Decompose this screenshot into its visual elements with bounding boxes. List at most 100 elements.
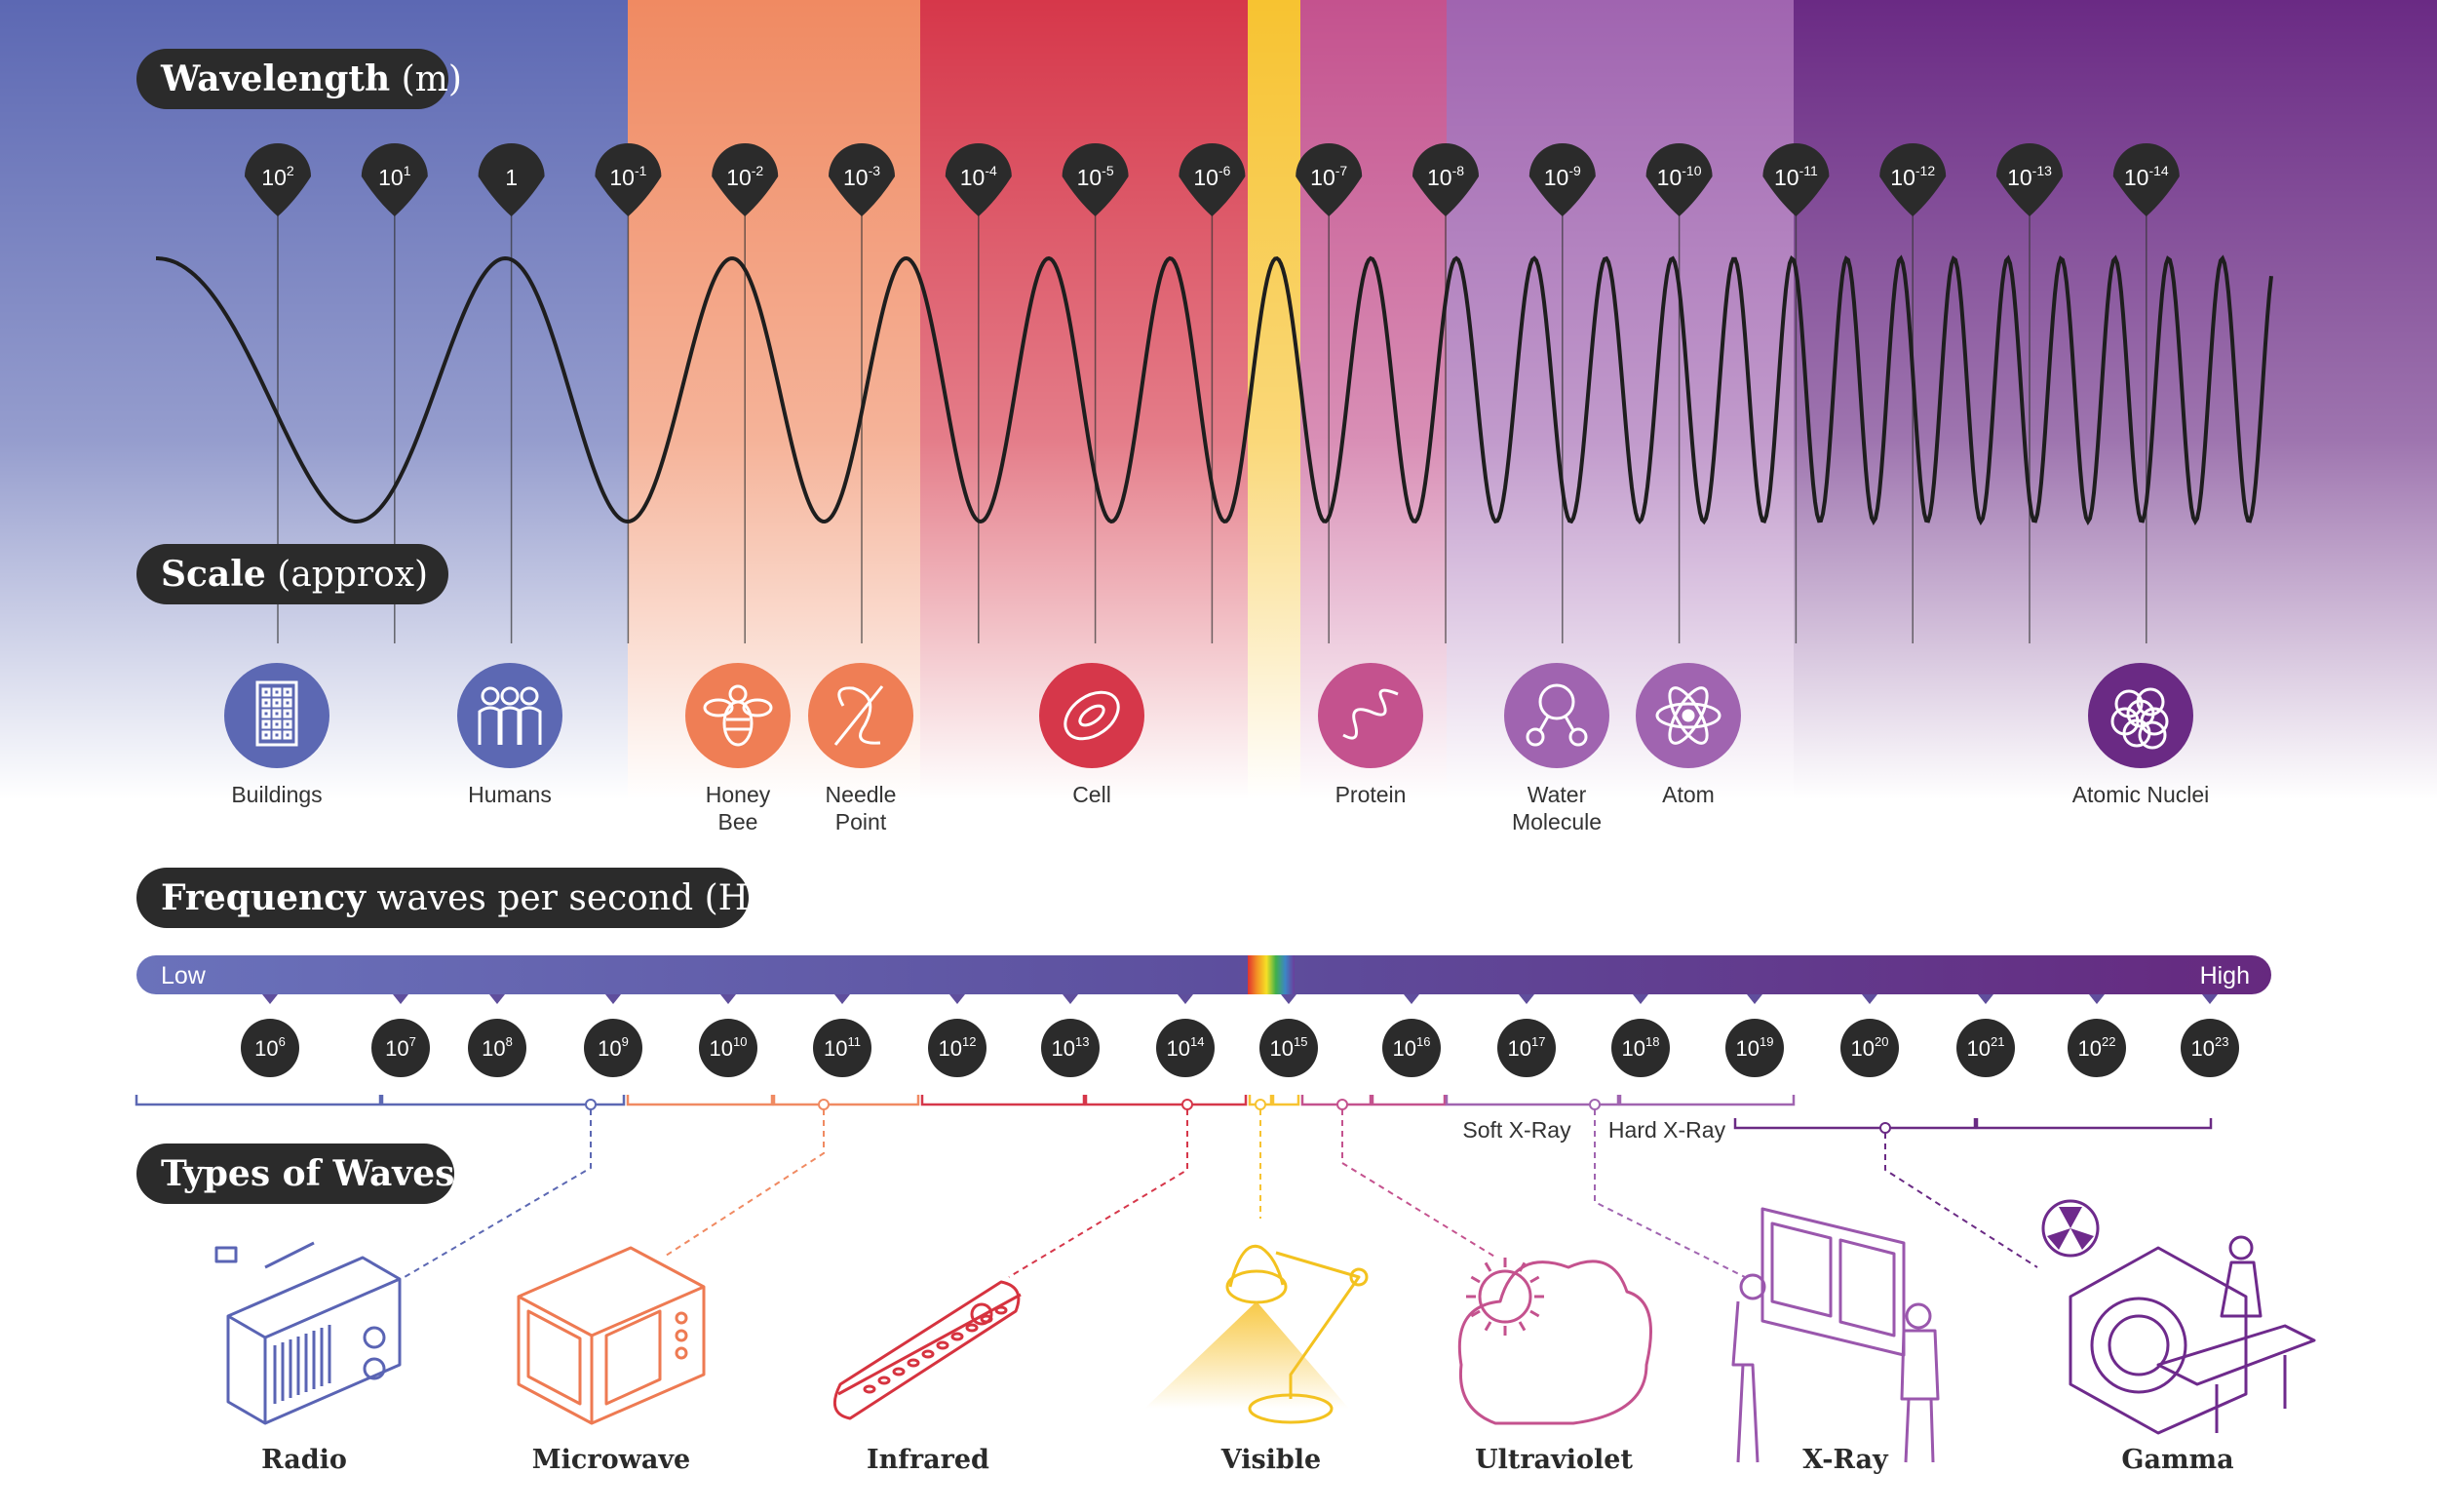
cell-icon (1064, 690, 1120, 741)
frequency-label: 106 (254, 1034, 286, 1061)
wave-type-label: X-Ray (1802, 1445, 1889, 1475)
frequency-base: 10 (2191, 1036, 2215, 1061)
wavelength-marker: 10-7 (1296, 143, 1363, 216)
connector-gamma (1884, 1133, 2038, 1268)
scale-object-label: Honey (706, 782, 771, 807)
bracket-microwave-2 (772, 1095, 920, 1106)
frequency-circle (468, 1019, 526, 1077)
frequency-pointer (1519, 994, 1534, 1004)
frequency-circle (241, 1019, 299, 1077)
frequency-pointer (1633, 994, 1648, 1004)
connector-radio (404, 1109, 592, 1278)
wavelength-pin (245, 143, 311, 216)
wave-type: Gamma (2041, 1199, 2316, 1475)
frequency-base: 10 (939, 1036, 962, 1061)
wave-type-label: Radio (261, 1445, 347, 1475)
frequency-circle (928, 1019, 986, 1077)
bracket-xray-soft (1445, 1095, 1620, 1106)
scale-object-label: Atomic Nuclei (2072, 782, 2210, 807)
frequency-marker: 1021 (1956, 994, 2015, 1077)
frequency-circle (1497, 1019, 1556, 1077)
wavelength-label: 10-12 (1890, 163, 1935, 190)
connector-radio-node (585, 1099, 597, 1110)
frequency-header-rest: waves per second (Hz) (366, 878, 781, 918)
svg-text:Frequency waves per second (Hz: Frequency waves per second (Hz) (161, 877, 781, 918)
frequency-label: 1022 (2078, 1034, 2116, 1061)
scale-header-rest: (approx) (266, 555, 428, 595)
frequency-circle (1259, 1019, 1318, 1077)
wavelength-header: Wavelength (m) (136, 49, 462, 109)
scale-object-label-2: Bee (718, 809, 758, 834)
bracket-infrared-2 (1084, 1095, 1248, 1106)
wavelength-label: 10-8 (1427, 163, 1464, 190)
bee-icon (703, 684, 773, 747)
scale-object-circle (1318, 663, 1423, 768)
svg-text:Types of Waves: Types of Waves (161, 1153, 454, 1194)
radio-icon (214, 1241, 402, 1425)
bracket-xray-hard (1618, 1095, 1796, 1106)
scale-object-label: Water (1528, 782, 1587, 807)
wave-type: Microwave (517, 1246, 706, 1475)
frequency-label: 1013 (1052, 1034, 1090, 1061)
frequency-pointer (949, 994, 965, 1004)
wavelength-label: 10-11 (1774, 163, 1818, 190)
wavelength-pin (1645, 143, 1713, 216)
wave-type-label: Visible (1220, 1445, 1322, 1475)
frequency-label: 1014 (1167, 1034, 1205, 1061)
wave-type-label: Infrared (867, 1445, 989, 1475)
wavelength-base: 10 (1427, 165, 1452, 190)
frequency-marker: 1010 (699, 994, 757, 1077)
frequency-pointer (1747, 994, 1762, 1004)
frequency-exponent: 7 (409, 1034, 416, 1049)
soft-xray-label: Soft X-Ray (1462, 1117, 1571, 1143)
frequency-base: 10 (1622, 1036, 1645, 1061)
wavelength-pin (712, 143, 779, 216)
frequency-circle (1840, 1019, 1899, 1077)
frequency-marker: 1019 (1725, 994, 1784, 1077)
frequency-circle (1156, 1019, 1215, 1077)
wave-type: Radio (214, 1241, 402, 1475)
scale-object: Cell (1039, 663, 1144, 807)
scale-object-label: Atom (1662, 782, 1715, 807)
frequency-label: 1017 (1508, 1034, 1546, 1061)
wavelength-base: 10 (261, 165, 287, 190)
wavelength-marker: 10-2 (712, 143, 779, 216)
wavelength-exponent: -1 (635, 163, 647, 178)
uv-cloud-icon (1457, 1258, 1652, 1425)
frequency-label: 1016 (1393, 1034, 1431, 1061)
frequency-label: 1019 (1736, 1034, 1774, 1061)
wavelength-label: 10-10 (1657, 163, 1702, 190)
wavelength-pin (1996, 143, 2063, 216)
wavelength-exponent: -11 (1799, 163, 1818, 178)
wavelength-pin (1296, 143, 1363, 216)
frequency-label: 109 (598, 1034, 629, 1061)
frequency-base: 10 (1967, 1036, 1991, 1061)
frequency-exponent: 23 (2215, 1034, 2228, 1049)
wavelength-pin (1062, 143, 1129, 216)
wavelength-base: 10 (1544, 165, 1569, 190)
wavelength-base: 10 (726, 165, 752, 190)
frequency-marker: 1022 (2068, 994, 2126, 1077)
wavelength-label: 1 (505, 165, 518, 190)
wavelength-pin (2112, 143, 2180, 216)
wavelength-label: 101 (378, 163, 411, 190)
frequency-pointer (1178, 994, 1193, 1004)
scale-header: Scale (approx) (136, 544, 448, 604)
wavelength-exponent: -14 (2148, 163, 2168, 178)
connector-gamma-node (1879, 1122, 1891, 1134)
frequency-circle (1041, 1019, 1100, 1077)
scale-object-circle (2088, 663, 2193, 768)
connector-visible-node (1255, 1099, 1266, 1110)
frequency-label: 1021 (1967, 1034, 2005, 1061)
scale-object: Atomic Nuclei (2072, 663, 2210, 807)
frequency-base: 10 (1736, 1036, 1760, 1061)
connector-microwave (662, 1109, 825, 1259)
wavelength-exponent: -12 (1915, 163, 1935, 178)
frequency-base: 10 (1052, 1036, 1075, 1061)
frequency-base: 10 (482, 1036, 505, 1061)
wavelength-label: 10-9 (1544, 163, 1581, 190)
